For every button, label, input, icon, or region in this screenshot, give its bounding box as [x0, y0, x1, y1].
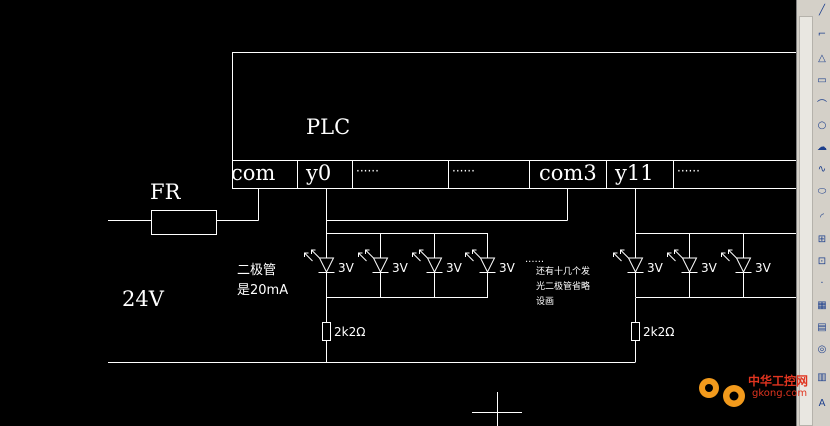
led-emission-arrow	[465, 252, 474, 262]
led-arrow-head	[358, 252, 363, 257]
drawing-canvas[interactable]: PLC FR 24V com y0 ······ ······ com3 y11…	[0, 0, 796, 426]
annotation-line-2: 光二极管省略	[536, 282, 591, 292]
arc-tool-icon[interactable]: ⌒	[817, 99, 827, 111]
watermark-cn: 中华工控网	[748, 374, 809, 388]
diode-voltage-label: 3V	[647, 261, 663, 275]
diode-voltage-label: 3V	[701, 261, 717, 275]
led-emission-arrow	[721, 252, 730, 262]
led-emission-arrow	[728, 249, 737, 259]
table-tool-icon[interactable]: ▥	[817, 371, 827, 383]
led-diode	[735, 257, 752, 274]
terminal-com: com	[231, 161, 276, 185]
led-arrow-head	[667, 252, 672, 257]
led-arrow-head	[365, 249, 370, 254]
led-emission-arrow	[365, 249, 374, 259]
draw-toolbar: ╱ ⌐ △ ▭ ⌒ ○ ☁ ∿ ⬭ ◜ ⊞ ⊡ · ▦ ▤ ◎ ▥ A	[796, 0, 830, 426]
note-line-1: 二极管	[237, 263, 277, 278]
resistor-left	[322, 322, 331, 341]
led-arrow-head	[613, 252, 618, 257]
led-emission-arrow	[674, 249, 683, 259]
diode-voltage-label: 3V	[499, 261, 515, 275]
ellipse-arc-icon[interactable]: ◜	[820, 211, 824, 223]
plc-box	[232, 52, 796, 189]
led-arrow-head	[304, 252, 309, 257]
polyline-tool-icon[interactable]: ⌐	[817, 28, 827, 40]
led-emission-arrow	[419, 249, 428, 259]
led-emission-arrow	[472, 249, 481, 259]
line-tool-icon[interactable]: ╱	[818, 4, 826, 16]
annotation-line-1: 还有十几个发	[536, 267, 591, 277]
circle-tool-icon[interactable]: ○	[817, 119, 827, 131]
led-diode	[479, 257, 496, 274]
terminal-dots-3: ······	[677, 164, 700, 178]
resistor-right	[631, 322, 640, 341]
plc-label: PLC	[306, 115, 351, 139]
fuse-label: FR	[150, 180, 181, 204]
diode-voltage-label: 3V	[338, 261, 354, 275]
led-diode	[627, 257, 644, 274]
insert-block-icon[interactable]: ⊞	[817, 233, 827, 245]
led-diode	[372, 257, 389, 274]
ellipse-tool-icon[interactable]: ⬭	[817, 185, 827, 197]
hatch-tool-icon[interactable]: ▦	[817, 299, 827, 311]
region-tool-icon[interactable]: ◎	[817, 343, 827, 355]
led-emission-arrow	[412, 252, 421, 262]
led-arrow-head	[674, 249, 679, 254]
led-emission-arrow	[620, 249, 629, 259]
gear-icon	[699, 378, 745, 407]
annotation-line-3: 设画	[536, 297, 555, 307]
revision-cloud-icon[interactable]: ☁	[817, 141, 827, 153]
led-arrow-head	[412, 252, 417, 257]
led-arrow-head	[419, 249, 424, 254]
gap-dots: ······	[525, 257, 545, 268]
led-arrow-head	[311, 249, 316, 254]
terminal-y11: y11	[615, 161, 654, 185]
schematic-lines	[108, 52, 796, 426]
diode-voltage-label: 3V	[392, 261, 408, 275]
led-diode	[681, 257, 698, 274]
led-diode	[318, 257, 335, 274]
point-tool-icon[interactable]: ·	[820, 277, 824, 289]
diode-voltage-label: 3V	[755, 261, 771, 275]
led-arrow-head	[465, 252, 470, 257]
vertical-scrollbar[interactable]	[799, 16, 813, 426]
fuse-FR	[151, 210, 217, 235]
terminal-com3: com3	[539, 161, 597, 185]
rectangle-tool-icon[interactable]: ▭	[817, 74, 827, 86]
polygon-tool-icon[interactable]: △	[818, 52, 826, 64]
led-arrow-head	[620, 249, 625, 254]
led-emission-arrow	[358, 252, 367, 262]
supply-label: 24V	[122, 287, 164, 311]
gkong-watermark: 中华工控网 gkong.com	[694, 370, 814, 410]
led-arrow-head	[721, 252, 726, 257]
led-emission-arrow	[304, 252, 313, 262]
led-emission-arrow	[311, 249, 320, 259]
resistor-right-label: 2k2Ω	[643, 325, 675, 339]
terminal-dots-2: ······	[452, 164, 475, 178]
terminal-y0: y0	[306, 161, 332, 185]
led-arrow-head	[472, 249, 477, 254]
led-arrow-head	[728, 249, 733, 254]
led-emission-arrow	[613, 252, 622, 262]
resistor-left-label: 2k2Ω	[334, 325, 366, 339]
diode-voltage-label: 3V	[446, 261, 462, 275]
led-emission-arrow	[667, 252, 676, 262]
gradient-tool-icon[interactable]: ▤	[817, 321, 827, 333]
terminal-dots-1: ······	[356, 164, 379, 178]
mtext-tool-icon[interactable]: A	[818, 397, 826, 409]
note-line-2: 是20mA	[237, 283, 289, 298]
make-block-icon[interactable]: ⊡	[817, 255, 827, 267]
watermark-url: gkong.com	[752, 388, 808, 399]
led-diode	[426, 257, 443, 274]
spline-tool-icon[interactable]: ∿	[817, 163, 827, 175]
